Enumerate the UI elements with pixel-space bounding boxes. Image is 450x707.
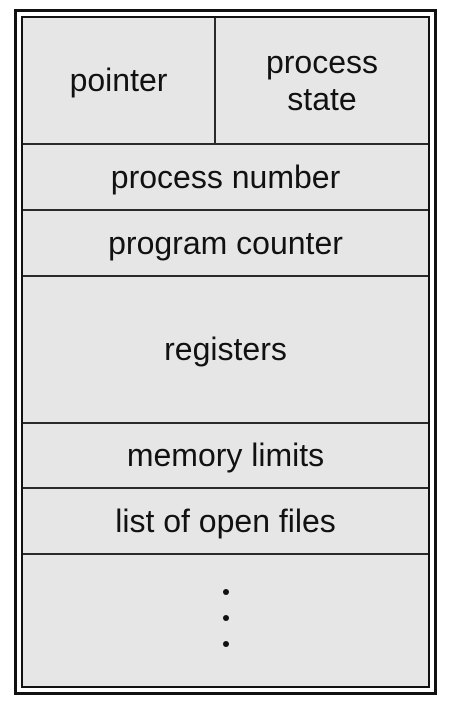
ellipsis-row [23,555,428,686]
process-state-label: process state [265,43,379,117]
open-files-label: list of open files [115,502,336,539]
program-counter-label: program counter [108,224,343,261]
pointer-cell: pointer [23,18,216,143]
ellipsis-dot [222,640,229,647]
memory-limits-row: memory limits [23,424,428,489]
process-number-row: process number [23,145,428,211]
open-files-row: list of open files [23,489,428,555]
pcb-inner-frame: pointer process state process number pro… [21,16,430,688]
registers-row: registers [23,277,428,424]
process-number-label: process number [110,158,341,195]
ellipsis-dot [222,614,229,621]
ellipsis-dot [222,588,229,595]
vertical-ellipsis-icon [222,588,229,647]
pcb-top-row: pointer process state [23,18,428,145]
registers-label: registers [164,331,287,368]
memory-limits-label: memory limits [126,437,325,474]
process-control-block: pointer process state process number pro… [14,9,437,695]
process-state-cell: process state [216,18,428,143]
pointer-label: pointer [69,62,168,99]
program-counter-row: program counter [23,211,428,277]
